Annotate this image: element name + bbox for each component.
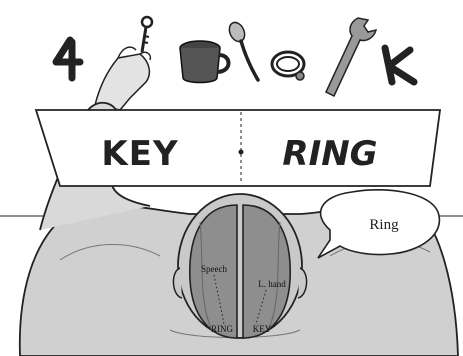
hand-holding-key-icon xyxy=(95,17,152,110)
letter-k-icon xyxy=(385,48,414,82)
ring-icon xyxy=(272,52,304,80)
letter-4-icon xyxy=(56,40,80,78)
brain-left-hand-label: L. hand xyxy=(258,279,286,289)
spoon-icon xyxy=(226,20,258,80)
screen-right-word: RING xyxy=(282,134,377,174)
key-icon xyxy=(142,17,152,52)
speech-bubble-text: Ring xyxy=(369,217,399,233)
cup-icon xyxy=(180,41,229,83)
brain-key-label: KEY xyxy=(253,324,272,334)
wrench-icon xyxy=(326,18,376,96)
display-screen xyxy=(36,110,440,186)
screen-left-word: KEY xyxy=(101,134,178,174)
brain-ring-label: RING xyxy=(211,324,233,334)
brain-speech-label: Speech xyxy=(201,264,227,274)
